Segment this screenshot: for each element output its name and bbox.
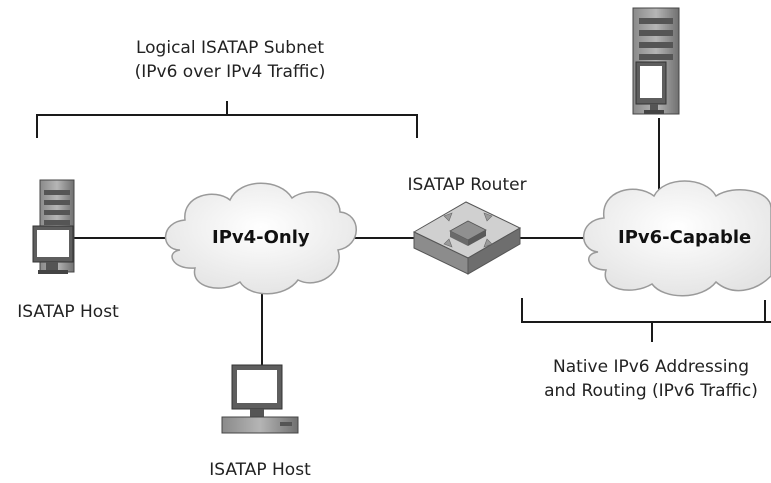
ipv4-cloud bbox=[164, 182, 357, 295]
native-ipv6-bracket bbox=[521, 298, 771, 342]
native-ipv6-label: Native IPv6 Addressing and Routing (IPv6… bbox=[531, 355, 771, 403]
subnet-label-line1: Logical ISATAP Subnet bbox=[135, 38, 324, 58]
connection-lines bbox=[70, 118, 660, 368]
bottom-host-computer-icon bbox=[221, 364, 299, 434]
native-ipv6-label-line2: and Routing (IPv6 Traffic) bbox=[544, 381, 758, 401]
router-icon bbox=[412, 201, 522, 275]
subnet-label: Logical ISATAP Subnet (IPv6 over IPv4 Tr… bbox=[100, 36, 360, 84]
router-label: ISATAP Router bbox=[407, 175, 527, 195]
top-server-icon bbox=[632, 7, 680, 115]
ipv4-cloud-label: IPv4-Only bbox=[212, 227, 310, 248]
bottom-host-label: ISATAP Host bbox=[209, 460, 311, 480]
subnet-label-line2: (IPv6 over IPv4 Traffic) bbox=[134, 62, 326, 82]
subnet-bracket bbox=[36, 101, 418, 138]
left-host-computer-icon bbox=[32, 179, 75, 274]
ipv6-cloud-label: IPv6-Capable bbox=[618, 227, 752, 248]
native-ipv6-label-line1: Native IPv6 Addressing bbox=[553, 357, 749, 377]
left-host-label: ISATAP Host bbox=[17, 302, 119, 322]
